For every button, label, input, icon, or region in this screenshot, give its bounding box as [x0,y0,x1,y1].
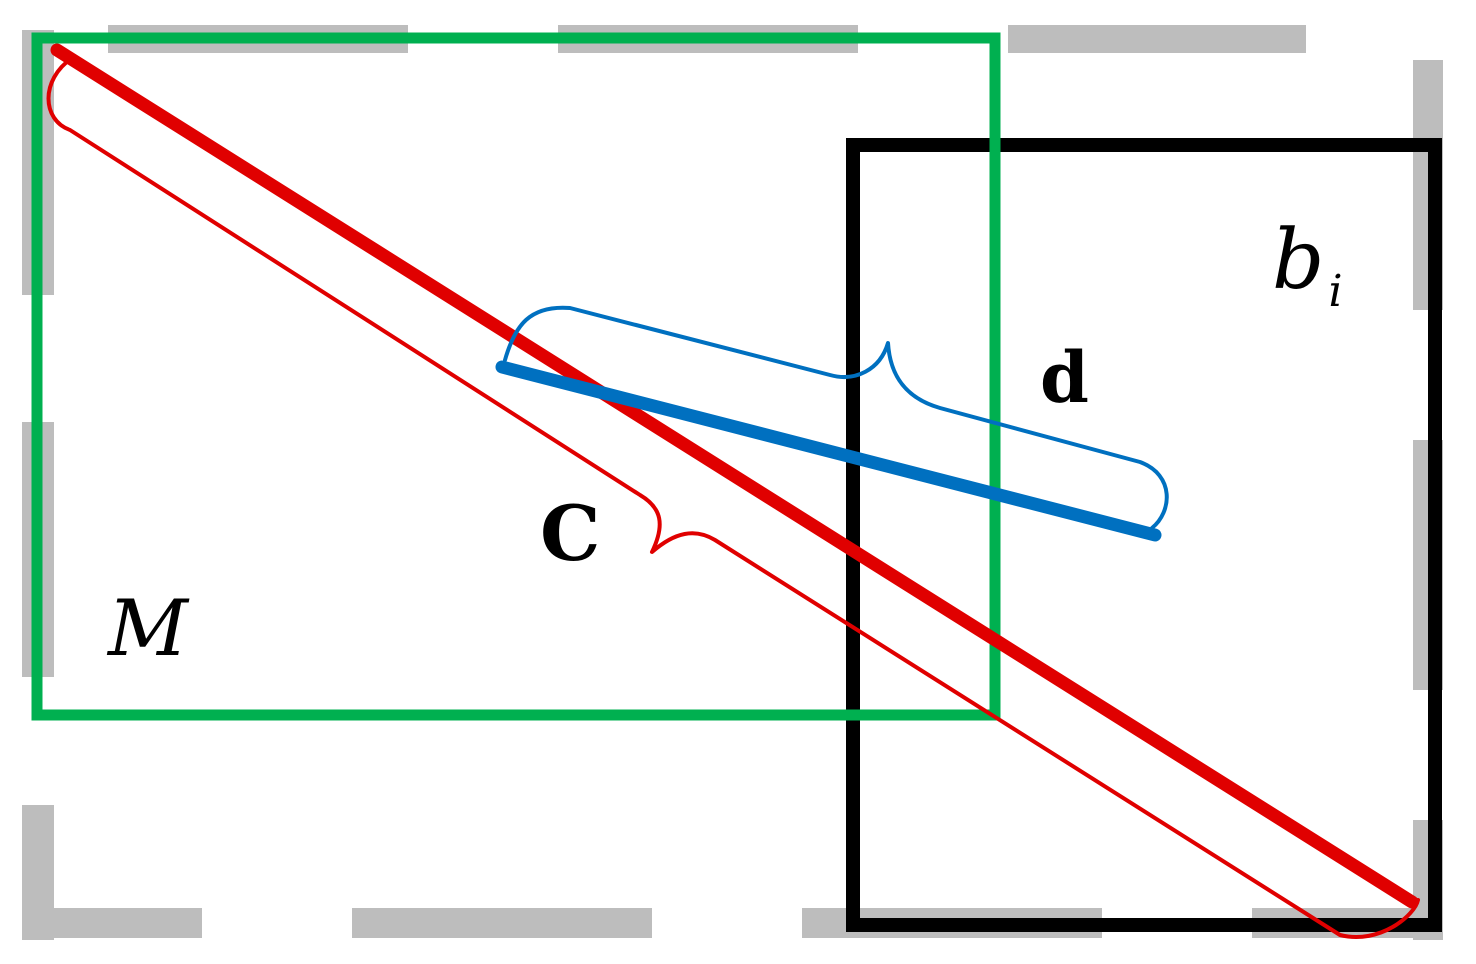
label-b-base: b [1272,213,1325,308]
label-b-subscript: i [1329,266,1343,317]
box-b-i [846,138,1442,932]
brace-d [503,305,1169,530]
label-m: M [106,584,190,674]
diagonal-c-line [50,43,1419,909]
label-b-i: bi [1272,213,1343,317]
label-c: C [540,489,601,578]
distance-d-line [495,360,1162,542]
brace-c [46,56,1420,939]
label-d: d [1040,336,1089,419]
box-m [31,32,1001,721]
